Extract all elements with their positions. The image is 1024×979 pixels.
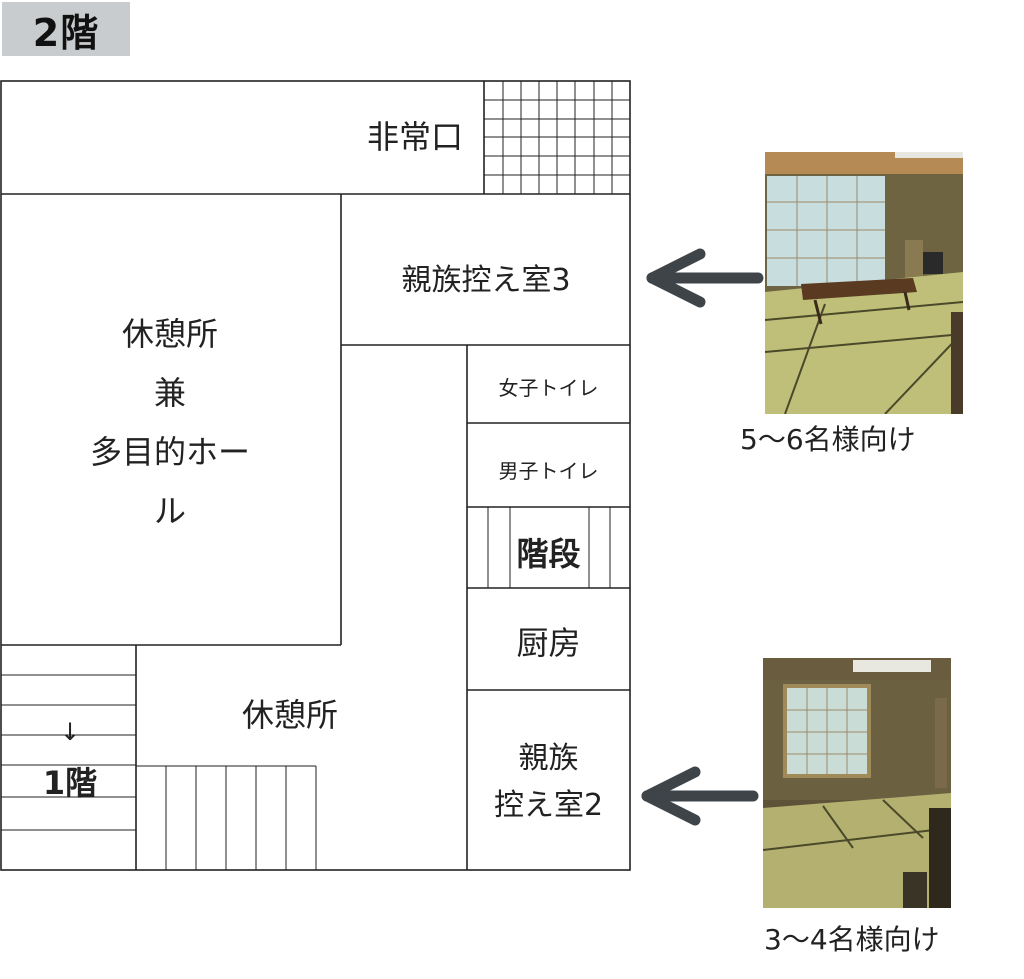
lounge-hall-label: 休憩所 兼 多目的ホー ル bbox=[89, 315, 250, 530]
mens-toilet-label: 男子トイレ bbox=[498, 459, 599, 483]
floor-title: 2階 bbox=[2, 2, 130, 56]
arrow-left-icon bbox=[641, 766, 759, 826]
photo-caption: 3〜4名様向け bbox=[764, 923, 940, 956]
arrow-left-icon bbox=[646, 248, 764, 308]
womens-toilet-label: 女子トイレ bbox=[498, 376, 599, 400]
emergency-exit-label: 非常口 bbox=[366, 118, 463, 156]
stairs-down-treads bbox=[1, 674, 136, 831]
family-room-2-label: 親族 控え室2 bbox=[493, 741, 604, 823]
stairs-bottom-treads bbox=[136, 765, 317, 870]
emergency-exit-grid bbox=[484, 81, 630, 194]
family-room-2-photo bbox=[763, 658, 951, 908]
down-arrow-icon: ↓ bbox=[59, 718, 81, 746]
family-room-3-label: 親族控え室3 bbox=[401, 263, 571, 298]
photo-caption: 5〜6名様向け bbox=[740, 423, 916, 456]
family-room-3-photo bbox=[765, 152, 963, 414]
lounge-label: 休憩所 bbox=[241, 696, 338, 734]
first-floor-label: 1階 bbox=[42, 764, 98, 802]
kitchen-label: 厨房 bbox=[516, 624, 581, 662]
stairs-label: 階段 bbox=[516, 535, 581, 573]
stairs-treads bbox=[487, 507, 611, 588]
